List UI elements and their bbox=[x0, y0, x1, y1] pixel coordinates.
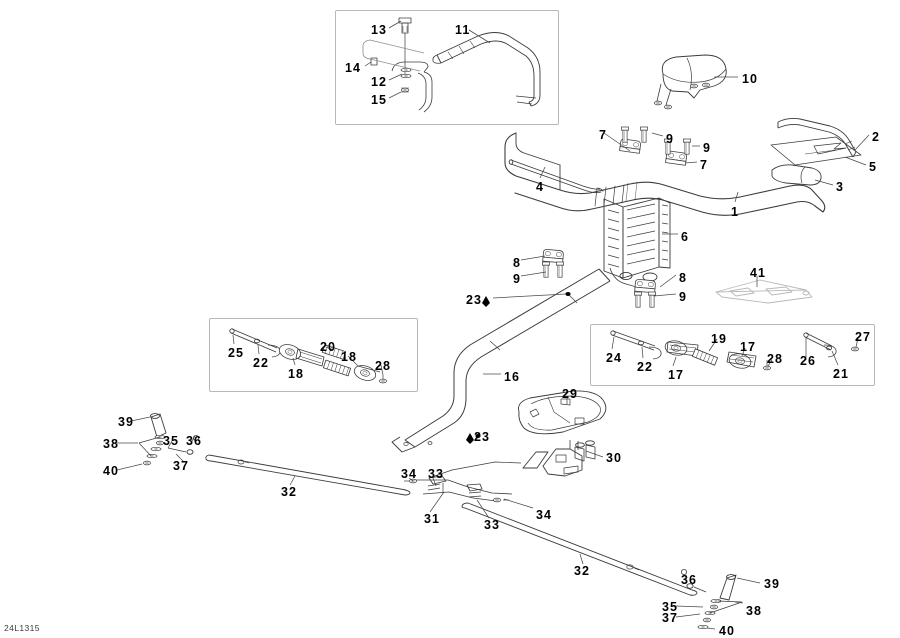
grease-diamond-icon bbox=[465, 433, 474, 444]
callout-23-upper-label: 23 bbox=[466, 293, 483, 307]
callout-28-right[interactable]: 28 bbox=[767, 352, 784, 366]
callout-30[interactable]: 30 bbox=[606, 451, 623, 465]
part-left-grip-bar bbox=[508, 159, 604, 194]
callout-7-upper-right[interactable]: 7 bbox=[700, 158, 709, 172]
callout-8-right[interactable]: 8 bbox=[679, 271, 688, 285]
callout-28-left[interactable]: 28 bbox=[375, 359, 392, 373]
part-skid-plate bbox=[518, 390, 607, 435]
callout-23-upper[interactable]: 23 bbox=[466, 293, 491, 307]
callout-35-left[interactable]: 35 bbox=[163, 434, 180, 448]
callout-37-left[interactable]: 37 bbox=[173, 459, 190, 473]
callout-17-left[interactable]: 17 bbox=[668, 368, 685, 382]
callout-35-right[interactable]: 35 bbox=[662, 600, 679, 614]
callout-31[interactable]: 31 bbox=[424, 512, 441, 526]
grease-diamond-icon bbox=[481, 296, 491, 307]
callout-25[interactable]: 25 bbox=[228, 346, 245, 360]
callout-38-right[interactable]: 38 bbox=[746, 604, 763, 618]
callout-5[interactable]: 5 bbox=[869, 160, 878, 174]
part-steering-pad bbox=[653, 54, 727, 110]
part-drag-link-left bbox=[205, 454, 411, 496]
inset-left-tierod-art bbox=[229, 328, 388, 384]
part-steering-column bbox=[391, 268, 611, 453]
callout-14[interactable]: 14 bbox=[345, 61, 362, 75]
callout-41[interactable]: 41 bbox=[750, 266, 767, 280]
callout-16[interactable]: 16 bbox=[504, 370, 521, 384]
inset-grip-detail-art bbox=[362, 17, 541, 113]
drawing-code: 24L1315 bbox=[4, 623, 40, 633]
callout-23-lower-label: 23 bbox=[474, 430, 491, 444]
callout-39-left[interactable]: 39 bbox=[118, 415, 135, 429]
callout-27[interactable]: 27 bbox=[855, 330, 872, 344]
callout-26[interactable]: 26 bbox=[800, 354, 817, 368]
part-steering-arm-right bbox=[681, 569, 743, 630]
callout-40-left[interactable]: 40 bbox=[103, 464, 120, 478]
callout-36-right[interactable]: 36 bbox=[681, 573, 698, 587]
callout-6[interactable]: 6 bbox=[681, 230, 690, 244]
callout-18-right[interactable]: 18 bbox=[341, 350, 358, 364]
callout-36-left[interactable]: 36 bbox=[186, 434, 203, 448]
leader-lines bbox=[116, 20, 870, 630]
part-41-faded-bracket bbox=[715, 279, 813, 304]
callout-37-right[interactable]: 37 bbox=[662, 611, 679, 625]
callout-8-left[interactable]: 8 bbox=[513, 256, 522, 270]
callout-29[interactable]: 29 bbox=[562, 387, 579, 401]
callout-10[interactable]: 10 bbox=[742, 72, 759, 86]
callout-40-right[interactable]: 40 bbox=[719, 624, 736, 638]
part-riser-block bbox=[603, 197, 671, 289]
callout-9-bottom-right[interactable]: 9 bbox=[679, 290, 688, 304]
callout-18-left[interactable]: 18 bbox=[288, 367, 305, 381]
callout-33-upper[interactable]: 33 bbox=[428, 467, 445, 481]
inset-box-right-tierod bbox=[590, 324, 875, 386]
callout-33-lower[interactable]: 33 bbox=[484, 518, 501, 532]
callout-2[interactable]: 2 bbox=[872, 130, 881, 144]
part-support-bracket bbox=[522, 440, 596, 477]
callout-24[interactable]: 24 bbox=[606, 351, 623, 365]
callout-13[interactable]: 13 bbox=[371, 23, 388, 37]
part-drag-link-right bbox=[461, 502, 698, 596]
callout-39-right[interactable]: 39 bbox=[764, 577, 781, 591]
callout-32-left[interactable]: 32 bbox=[281, 485, 298, 499]
part-bar-clamps bbox=[619, 126, 691, 166]
part-right-grip-cover bbox=[771, 164, 822, 186]
callout-22-right[interactable]: 22 bbox=[637, 360, 654, 374]
callout-34-upper[interactable]: 34 bbox=[401, 467, 418, 481]
callout-32-right[interactable]: 32 bbox=[574, 564, 591, 578]
callout-1[interactable]: 1 bbox=[731, 205, 740, 219]
callout-20[interactable]: 20 bbox=[320, 340, 337, 354]
callout-4[interactable]: 4 bbox=[536, 180, 545, 194]
callout-23-lower[interactable]: 23 bbox=[465, 430, 491, 444]
inset-right-tierod-art bbox=[610, 330, 860, 371]
callout-17-right[interactable]: 17 bbox=[740, 340, 757, 354]
callout-22-left[interactable]: 22 bbox=[253, 356, 270, 370]
callout-38-left[interactable]: 38 bbox=[103, 437, 120, 451]
callout-9-top-right[interactable]: 9 bbox=[703, 141, 712, 155]
callout-7-upper-left[interactable]: 7 bbox=[599, 128, 608, 142]
part-steering-arm-left bbox=[138, 413, 199, 466]
callout-11[interactable]: 11 bbox=[455, 23, 471, 37]
part-decal-plate bbox=[770, 136, 862, 166]
callout-34-lower[interactable]: 34 bbox=[536, 508, 553, 522]
part-grip-cover-upper bbox=[777, 117, 857, 158]
part-handlebar-main bbox=[504, 132, 826, 216]
grease-point-markers bbox=[475, 292, 571, 438]
callout-21[interactable]: 21 bbox=[833, 367, 850, 381]
part-pitman-center bbox=[404, 461, 522, 503]
callout-3[interactable]: 3 bbox=[836, 180, 845, 194]
inset-box-left-tierod bbox=[209, 318, 418, 392]
callout-15[interactable]: 15 bbox=[371, 93, 388, 107]
callout-9-left[interactable]: 9 bbox=[513, 272, 522, 286]
callout-12[interactable]: 12 bbox=[371, 75, 388, 89]
callout-9-top-left[interactable]: 9 bbox=[666, 132, 675, 146]
callout-19[interactable]: 19 bbox=[711, 332, 728, 346]
part-lower-clamps bbox=[542, 248, 657, 308]
inset-box-grip-detail bbox=[335, 10, 559, 125]
